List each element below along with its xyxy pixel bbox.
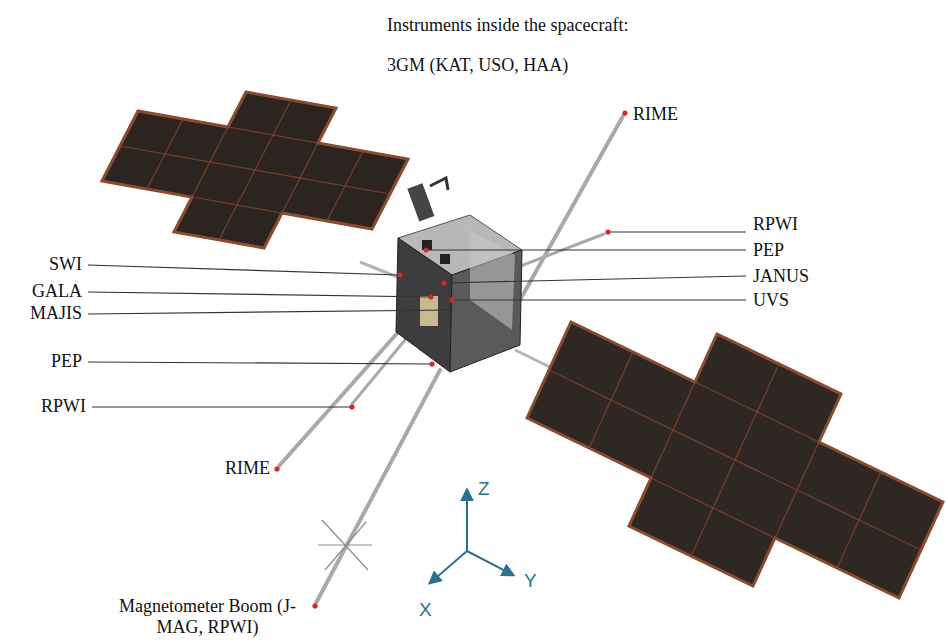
instrument-label: JANUS — [753, 266, 809, 287]
solar-array — [505, 274, 948, 644]
instrument-label: UVS — [753, 290, 789, 311]
instrument-label: RPWI — [41, 396, 86, 417]
leader-lines — [88, 232, 746, 407]
spacecraft-body — [396, 178, 522, 372]
instrument-label: RPWI — [753, 214, 798, 235]
instrument-label: PEP — [51, 351, 82, 372]
antenna — [318, 520, 372, 570]
solar-array — [84, 76, 426, 264]
instrument-label: SWI — [49, 254, 82, 275]
note-text: 3GM (KAT, USO, HAA) — [387, 55, 568, 76]
instrument-label: Magnetometer Boom (J-MAG, RPWI) — [100, 596, 315, 638]
axis-label: Z — [478, 478, 490, 499]
note-heading: Instruments inside the spacecraft: — [387, 15, 628, 36]
instrument-label: RIME — [225, 458, 270, 479]
axis-label: Y — [524, 570, 537, 591]
axes — [430, 490, 513, 583]
instrument-label: MAJIS — [30, 303, 82, 324]
instrument-label: GALA — [32, 281, 82, 302]
instrument-label: PEP — [753, 240, 784, 261]
axis-label: X — [419, 599, 432, 620]
instrument-label: RIME — [633, 104, 678, 125]
instrument-dots — [274, 110, 627, 608]
